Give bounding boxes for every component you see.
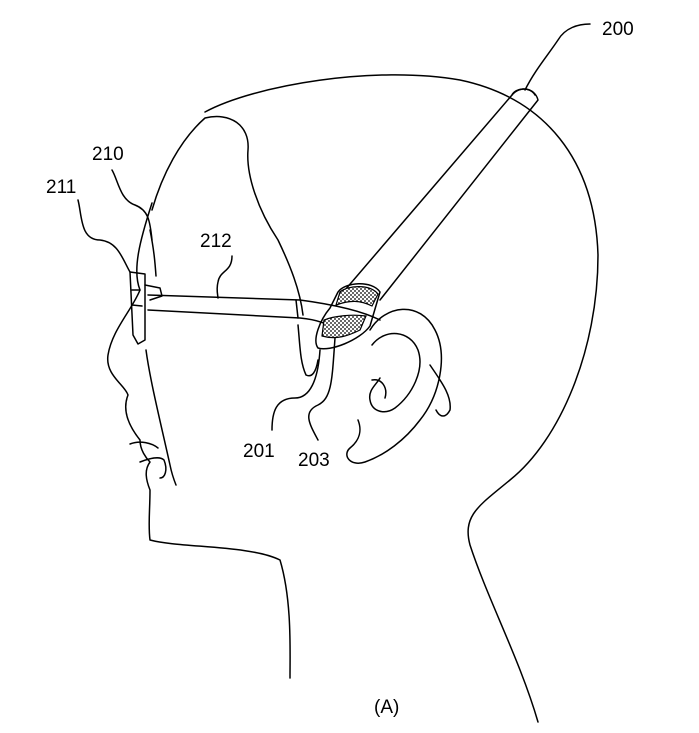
ear-outline [346, 308, 443, 464]
face-profile [107, 202, 291, 679]
hair-line [151, 115, 304, 316]
leader-210 [111, 169, 153, 241]
leader-201 [271, 349, 321, 431]
ear-inner [368, 332, 421, 413]
leader-203 [308, 337, 336, 441]
leader-212 [216, 255, 233, 299]
head-outline [204, 74, 599, 723]
label-211: 211 [46, 177, 76, 198]
figure-caption: (A) [374, 697, 399, 718]
strap-pad-lower [321, 314, 367, 339]
lower-band [429, 364, 451, 417]
glasses-hinge [144, 284, 163, 301]
strap-clip-body [315, 283, 381, 350]
label-210: 210 [92, 144, 124, 165]
glasses-frame-front [129, 271, 146, 345]
jaw-line [145, 349, 177, 486]
sideburn-line [297, 324, 319, 377]
glasses-temple-end [295, 299, 299, 319]
strap-pad-upper [335, 286, 379, 307]
glasses-lens-edge [131, 289, 143, 307]
strap-tip [511, 88, 536, 96]
lip-line [129, 441, 159, 449]
leader-200 [524, 23, 591, 91]
label-200: 200 [602, 19, 634, 40]
leader-211 [77, 199, 131, 273]
label-212: 212 [200, 231, 232, 252]
glasses-temple-arm-lower [147, 309, 336, 331]
ear-canal [371, 379, 387, 399]
label-201: 201 [243, 441, 275, 462]
label-203: 203 [298, 450, 330, 471]
chin-line [139, 457, 167, 479]
strap-upper [344, 88, 539, 301]
cheek-line [149, 229, 157, 277]
